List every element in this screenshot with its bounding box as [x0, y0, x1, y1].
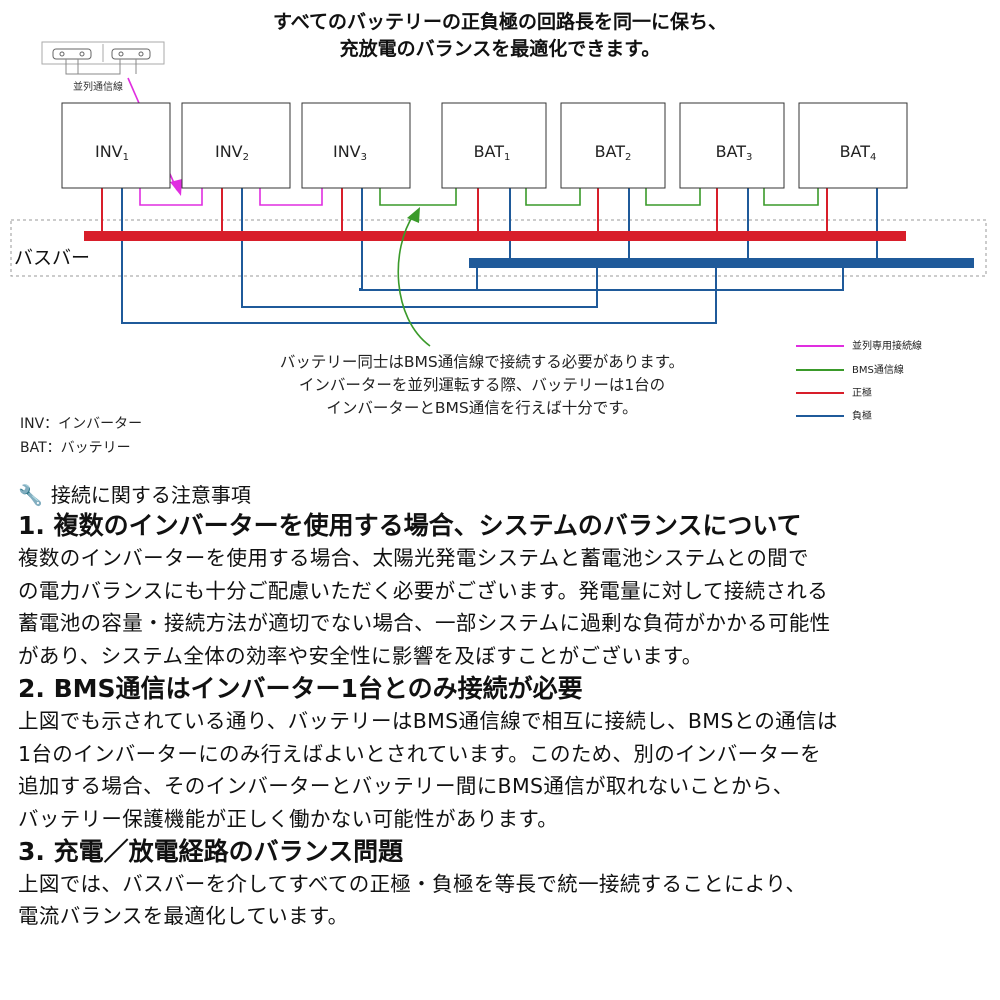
wrench-icon: 🔧 [18, 483, 43, 507]
abbr-inv: INV：インバーター [20, 416, 143, 432]
bms-arrow-head [407, 207, 420, 223]
abbr-bat: BAT：バッテリー [20, 440, 131, 456]
section-2-line: 1台のインバーターにのみ行えばよいとされています。このため、別のインバーターを [18, 741, 822, 766]
positive-lines [101, 188, 828, 235]
svg-text:負極: 負極 [852, 409, 872, 422]
legend-item-parallel: 並列専用接続線 [796, 339, 922, 352]
notes-title-row: 🔧 接続に関する注意事項 [18, 480, 990, 510]
device-inv-1: INV1 [61, 102, 171, 189]
section-2-body: 上図でも示されている通り、バッテリーはBMS通信線で相互に接続し、BMSとの通信… [18, 705, 990, 836]
header-line-2: 充放電のバランスを最適化できます。 [340, 37, 661, 60]
device-bat-1: BAT1 [441, 102, 547, 189]
connection-notes: 🔧 接続に関する注意事項 1. 複数のインバーターを使用する場合、システムのバラ… [18, 480, 990, 933]
section-3-heading: 3. 充電／放電経路のバランス問題 [18, 836, 404, 866]
section-1-line: 蓄電池の容量・接続方法が適切でない場合、一部システムに過剰な負荷がかかる可能性 [18, 611, 831, 636]
svg-text:BAT2: BAT2 [595, 142, 632, 163]
note-line-3: インバーターとBMS通信を行えば十分です。 [326, 399, 637, 417]
device-bat-2: BAT2 [560, 102, 666, 189]
section-3-line: 電流バランスを最適化しています。 [18, 904, 349, 929]
bms-note: バッテリー同士はBMS通信線で接続する必要があります。 インバーターを並列運転す… [280, 353, 684, 417]
svg-text:BAT1: BAT1 [474, 142, 511, 163]
device-bat-4: BAT4 [798, 102, 908, 189]
note-line-2: インバーターを並列運転する際、バッテリーは1台の [299, 376, 665, 394]
busbar-frame [10, 219, 987, 277]
svg-text:INV1: INV1 [95, 142, 129, 163]
svg-text:INV3: INV3 [333, 142, 367, 163]
bms-lines [379, 188, 819, 347]
section-1-line: の電力バランスにも十分ご配慮いただく必要がございます。発電量に対して接続される [18, 578, 829, 603]
section-2-line: 上図でも示されている通り、バッテリーはBMS通信線で相互に接続し、BMSとの通信… [18, 708, 838, 733]
section-3-line: 上図では、バスバーを介してすべての正極・負極を等長で統一接続することにより、 [18, 871, 807, 896]
positive-busbar [84, 231, 906, 241]
svg-text:BMS通信線: BMS通信線 [852, 363, 904, 376]
legend-item-positive: 正極 [796, 386, 872, 399]
section-1-body: 複数のインバーターを使用する場合、太陽光発電システムと蓄電池システムとの間で の… [18, 542, 990, 673]
parallel-label: 並列通信線 [73, 80, 123, 93]
device-inv-3: INV3 [301, 102, 411, 189]
section-2-line: バッテリー保護機能が正しく働かない可能性があります。 [18, 806, 559, 831]
busbar-label: バスバー [14, 247, 90, 269]
parallel-arrow-head [170, 179, 182, 196]
section-1-heading: 1. 複数のインバーターを使用する場合、システムのバランスについて [18, 511, 802, 540]
legend-item-negative: 負極 [796, 409, 872, 422]
negative-busbar [469, 258, 974, 268]
svg-text:正極: 正極 [852, 386, 872, 399]
section-1-line: 複数のインバーターを使用する場合、太陽光発電システムと蓄電池システムとの間で [18, 546, 809, 570]
negative-lines [121, 188, 878, 324]
legend-item-bms: BMS通信線 [796, 363, 904, 376]
notes-title: 接続に関する注意事項 [50, 483, 251, 507]
section-2-heading: 2. BMS通信はインバーター1台とのみ接続が必要 [18, 673, 583, 703]
note-line-1: バッテリー同士はBMS通信線で接続する必要があります。 [280, 353, 684, 371]
svg-text:並列専用接続線: 並列専用接続線 [852, 339, 922, 352]
section-2-line: 追加する場合、そのインバーターとバッテリー間にBMS通信が取れないことから、 [18, 774, 794, 799]
section-1-line: があり、システム全体の効率や安全性に影響を及ぼすことがございます。 [18, 644, 703, 669]
header-line-1: すべてのバッテリーの正負極の回路長を同一に保ち、 [273, 10, 727, 33]
svg-text:INV2: INV2 [215, 142, 249, 163]
svg-text:BAT3: BAT3 [716, 142, 753, 163]
connection-diagram: すべてのバッテリーの正負極の回路長を同一に保ち、 充放電のバランスを最適化できま… [10, 10, 987, 422]
svg-text:BAT4: BAT4 [840, 142, 877, 163]
section-3-body: 上図では、バスバーを介してすべての正極・負極を等長で統一接続することにより、 電… [18, 868, 990, 933]
device-inv-2: INV2 [181, 102, 291, 189]
port-icon [52, 48, 151, 60]
legend: 並列専用接続線 BMS通信線 正極 負極 [796, 339, 922, 422]
device-bat-3: BAT3 [679, 102, 785, 189]
parallel-port-thumbnail: 並列通信線 [41, 41, 165, 93]
